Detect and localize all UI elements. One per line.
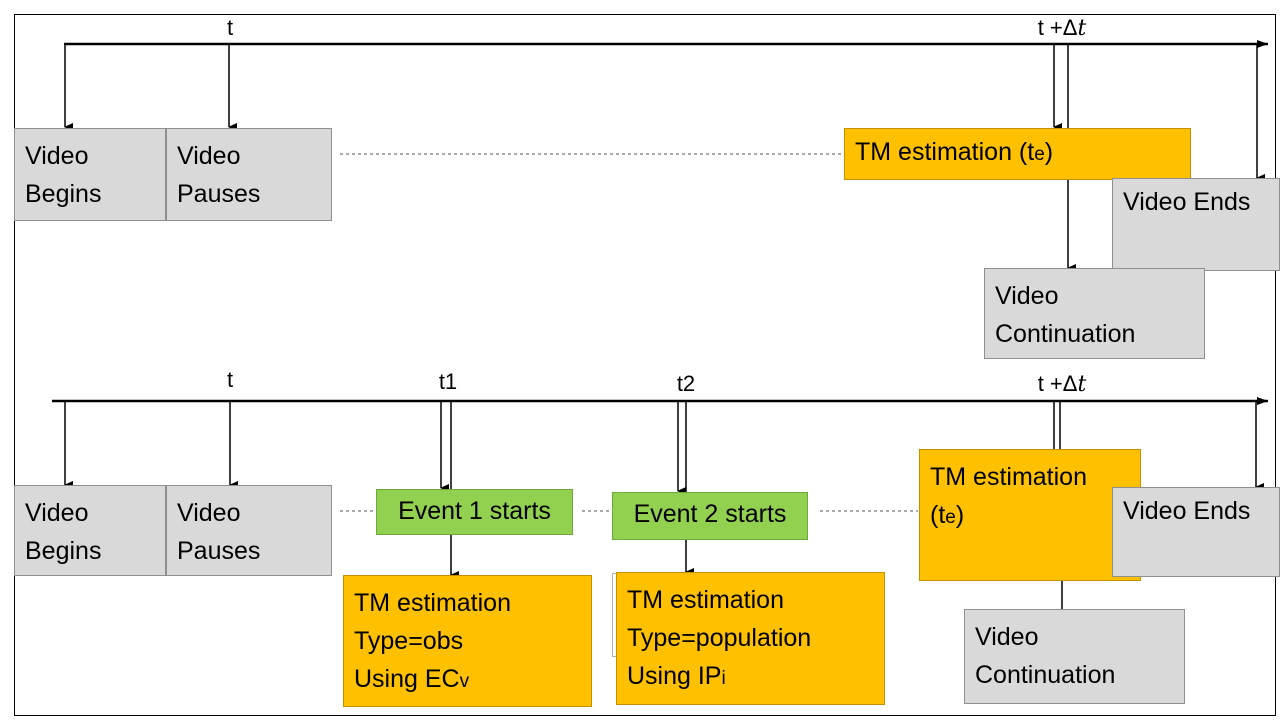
bottom-tm-estimation-box: TM estimation (te) (919, 449, 1141, 581)
bottom-label-t2: t2 (676, 371, 696, 396)
bottom-label-t: t (226, 367, 234, 392)
event-2-starts-box: Event 2 starts (612, 492, 808, 540)
tm-estimation-population-box: TM estimation Type=population Using IPi (616, 572, 885, 705)
tm-estimation-obs-box: TM estimation Type=obs Using ECv (343, 575, 592, 707)
top-label-t-plus-delta-t: t +Δt (1037, 15, 1087, 41)
bottom-label-t1: t1 (438, 369, 458, 394)
top-label-t: t (226, 15, 234, 40)
event-1-starts-box: Event 1 starts (376, 489, 573, 535)
bottom-video-ends-box: Video Ends (1112, 487, 1280, 577)
top-video-ends-box: Video Ends (1112, 178, 1280, 271)
top-tm-estimation-box: TM estimation (te) (844, 128, 1191, 180)
diagram-frame (14, 14, 1276, 716)
bottom-label-t-plus-delta-t: t +Δt (1037, 371, 1087, 397)
